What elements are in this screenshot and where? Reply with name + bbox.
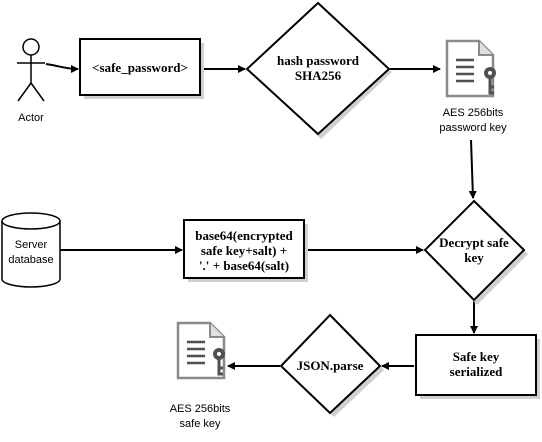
safe-key-serialized-node: Safe key serialized — [415, 334, 540, 399]
hash-label-line2: SHA256 — [295, 68, 342, 83]
server-database-node: Server database — [1, 212, 61, 288]
base64-label-line3: '.' + base64(salt) — [199, 258, 289, 273]
safe-key-node: AES 256bits safe key — [170, 321, 231, 430]
actor-label: Actor — [18, 112, 44, 124]
database-label-line2: database — [8, 254, 53, 266]
password-key-label-line2: password key — [439, 122, 507, 134]
base64-label-line1: base64(encrypted — [195, 228, 293, 243]
base64-label-line2: safe key+salt) + — [201, 243, 287, 258]
database-cylinder-icon — [1, 212, 61, 288]
decrypt-label-line2: key — [464, 250, 484, 265]
decrypt-node: Decrypt safe key — [423, 199, 528, 305]
safe-key-label-line1: AES 256bits — [170, 403, 231, 415]
hash-label-line1: hash password — [277, 53, 360, 68]
edge-password-key-to-decrypt — [468, 139, 477, 199]
stick-figure-icon — [17, 38, 45, 102]
key-document-icon — [445, 39, 496, 98]
password-key-node: AES 256bits password key — [439, 39, 507, 134]
serialized-label-line1: Safe key — [453, 349, 500, 364]
key-document-icon — [176, 321, 226, 380]
edge-actor-to-safe-password — [45, 63, 79, 73]
database-label-line1: Server — [15, 239, 48, 251]
password-key-label-line1: AES 256bits — [443, 107, 504, 119]
safe-password-label: <safe_password> — [92, 60, 188, 75]
json-parse-label: JSON.parse — [297, 358, 364, 373]
decrypt-label-line1: Decrypt safe — [439, 235, 509, 250]
safe-key-label-line2: safe key — [180, 418, 221, 430]
hash-password-node: hash password SHA256 — [245, 1, 392, 139]
safe-password-node: <safe_password> — [79, 38, 204, 99]
json-parse-node: JSON.parse — [279, 313, 384, 417]
serialized-label-line2: serialized — [450, 364, 503, 379]
actor-node: Actor — [17, 38, 45, 124]
base64-node: base64(encrypted safe key+salt) + '.' + … — [183, 219, 308, 282]
